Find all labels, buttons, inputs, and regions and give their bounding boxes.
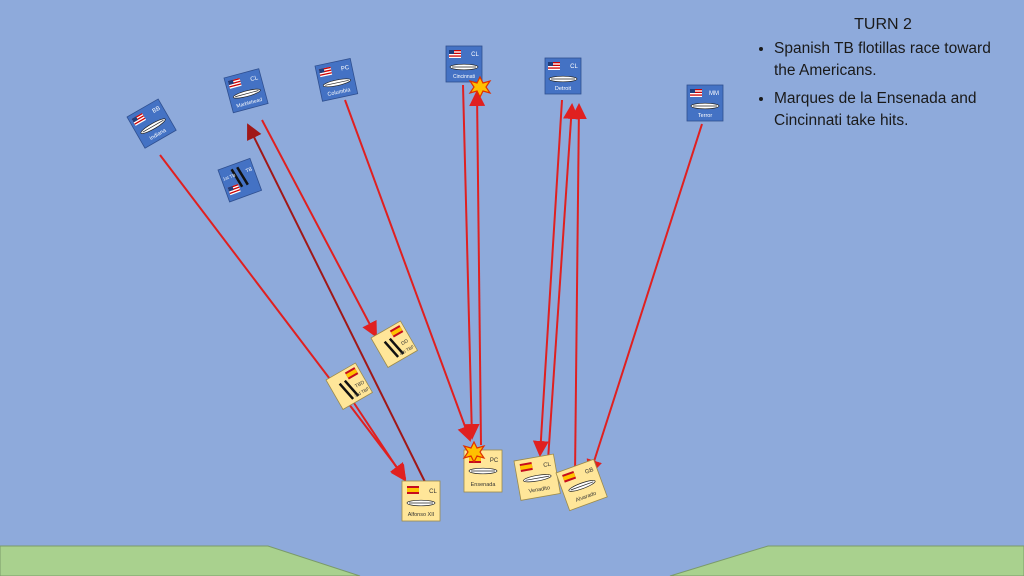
torpedo-boat-icon: [383, 337, 405, 358]
counter-indiana[interactable]: BB Indiana: [126, 98, 177, 149]
counter-type: MM: [709, 91, 719, 97]
turn-notes-list: Spanish TB flotillas race toward the Ame…: [752, 38, 1014, 132]
counter-ship-name: Cincinnati: [453, 74, 475, 80]
counter-us-tb-flotilla[interactable]: TB 1st TB: [217, 157, 263, 203]
hit-burst-icon: [462, 440, 486, 464]
counter-ship-name: Terror: [698, 113, 713, 119]
ship-silhouette-icon: [322, 78, 352, 88]
counter-type: CL: [543, 462, 552, 469]
ship-silhouette-icon: [140, 118, 166, 134]
counter-alvarado[interactable]: GB Alvarado: [555, 458, 608, 512]
turn-note-item: Spanish TB flotillas race toward the Ame…: [774, 38, 1014, 82]
hit-burst-icon: [468, 75, 492, 99]
us-flag-icon: [318, 66, 333, 78]
counter-ensenada[interactable]: PC Ensenada: [463, 449, 503, 493]
torpedo-boat-icon: [230, 166, 249, 188]
counter-ship-name: Ensenada: [471, 482, 497, 488]
ship-silhouette-icon: [232, 88, 261, 99]
counter-type: TBD: [354, 379, 366, 389]
counter-type: PC: [490, 458, 499, 464]
counter-terror[interactable]: MM Terror: [686, 84, 724, 122]
counter-type: BB: [152, 106, 162, 115]
counter-ship-name: Venadito: [528, 485, 550, 495]
us-flag-icon: [227, 77, 242, 89]
ship-silhouette-icon: [523, 474, 552, 483]
us-flag-icon: [227, 184, 241, 196]
counter-ship-name: Alfonso XII: [408, 512, 435, 518]
us-flag-icon: [690, 89, 702, 97]
arrow-terror-to-alvarado: [586, 123, 703, 476]
arrow-ensenada-to-cincinnati: [469, 90, 486, 446]
arrow-tbd-flotilla-to-alfonso: [351, 399, 407, 482]
counter-type: CL: [429, 489, 437, 495]
arrow-alvarado-to-detroit: [570, 103, 587, 476]
counter-ship-name: Columbia: [327, 87, 352, 98]
counter-alfonso[interactable]: CL Alfonso XII: [401, 480, 441, 522]
arrow-cincinnati-to-ensenada: [462, 84, 480, 440]
counter-venadito[interactable]: CL Venadito: [513, 453, 561, 501]
ship-silhouette-icon: [449, 63, 479, 71]
movement-arrows: [159, 84, 703, 483]
spanish-flag-icon: [407, 486, 419, 494]
torpedo-boat-icon: [338, 379, 360, 400]
turn-notes-panel: TURN 2 Spanish TB flotillas race toward …: [752, 16, 1014, 138]
counter-unit-name: 1st TB: [222, 173, 236, 182]
ship-silhouette-icon: [468, 467, 498, 475]
counter-type: GB: [584, 467, 594, 476]
counter-type: CL: [570, 64, 578, 70]
counter-columbia[interactable]: PC Columbia: [314, 58, 359, 102]
ship-silhouette-icon: [568, 480, 596, 492]
ship-silhouette-icon: [406, 499, 436, 507]
counter-marblehead[interactable]: CL Marblehead: [223, 68, 269, 114]
us-flag-icon: [449, 50, 461, 58]
ship-silhouette-icon: [548, 75, 578, 83]
coastline-right: [669, 545, 1024, 576]
counter-type: CL: [250, 75, 260, 83]
spanish-flag-icon: [562, 470, 577, 483]
counter-detroit[interactable]: CL Detroit: [544, 57, 582, 95]
turn-note-item: Marques de la Ensenada and Cincinnati ta…: [774, 88, 1014, 132]
counter-type: TB: [245, 166, 254, 174]
arrow-venadito-to-detroit: [547, 103, 580, 461]
counter-type: PC: [341, 65, 351, 73]
spanish-flag-icon: [344, 367, 359, 380]
coastline-left: [0, 545, 361, 576]
us-flag-icon: [131, 112, 146, 126]
turn-label: TURN 2: [854, 16, 912, 33]
counter-cincinnati[interactable]: CL Cincinnati: [445, 45, 483, 83]
ship-silhouette-icon: [690, 102, 720, 110]
spanish-flag-icon: [519, 461, 533, 472]
counter-type: CL: [471, 52, 479, 58]
us-flag-icon: [548, 62, 560, 70]
counter-ship-name: Detroit: [555, 86, 572, 92]
spanish-flag-icon: [389, 325, 404, 338]
arrow-indiana-to-alfonso: [159, 154, 407, 480]
counter-dd-flotilla[interactable]: DD 4th TBF: [370, 320, 418, 368]
arrow-marblehead-to-dd-flotilla: [261, 119, 377, 338]
counter-type: DD: [400, 338, 410, 347]
counter-tbd-flotilla[interactable]: TBD 3rd TBF: [325, 362, 373, 410]
arrow-alfonso-to-marblehead: [247, 123, 426, 483]
arrow-columbia-to-ensenada: [344, 99, 473, 442]
arrow-detroit-to-venadito: [532, 99, 563, 457]
